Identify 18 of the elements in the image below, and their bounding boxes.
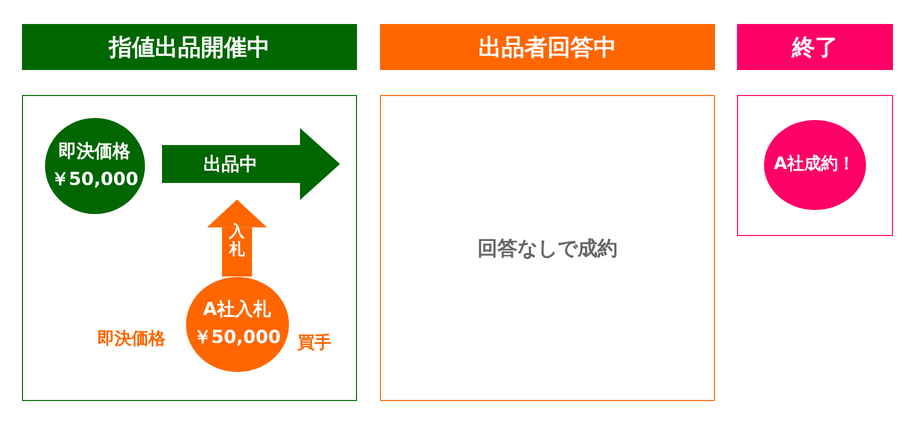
price-label: ￥50,000 <box>193 327 281 349</box>
stage-panel <box>22 95 357 401</box>
circle-title: A社入札 <box>203 299 271 321</box>
circle-label: A社成約！ <box>774 154 856 175</box>
stage-panel <box>737 95 893 236</box>
edge-label: 入札 <box>229 222 245 258</box>
side-label: 即決価格 <box>98 328 166 350</box>
stage-header: 出品者回答中 <box>380 24 715 70</box>
stage-header: 指値出品開催中 <box>22 24 357 70</box>
side-label: 買手 <box>298 332 332 354</box>
stage-panel <box>380 95 715 401</box>
arrow <box>207 200 267 276</box>
price-label: ￥50,000 <box>50 168 138 190</box>
panel-text: 回答なしで成約 <box>478 234 618 262</box>
arrow-label: 出品中 <box>202 152 258 176</box>
stage-header: 終了 <box>737 24 893 70</box>
block-arrow <box>162 128 340 200</box>
circle-title: 即決価格 <box>58 140 130 162</box>
